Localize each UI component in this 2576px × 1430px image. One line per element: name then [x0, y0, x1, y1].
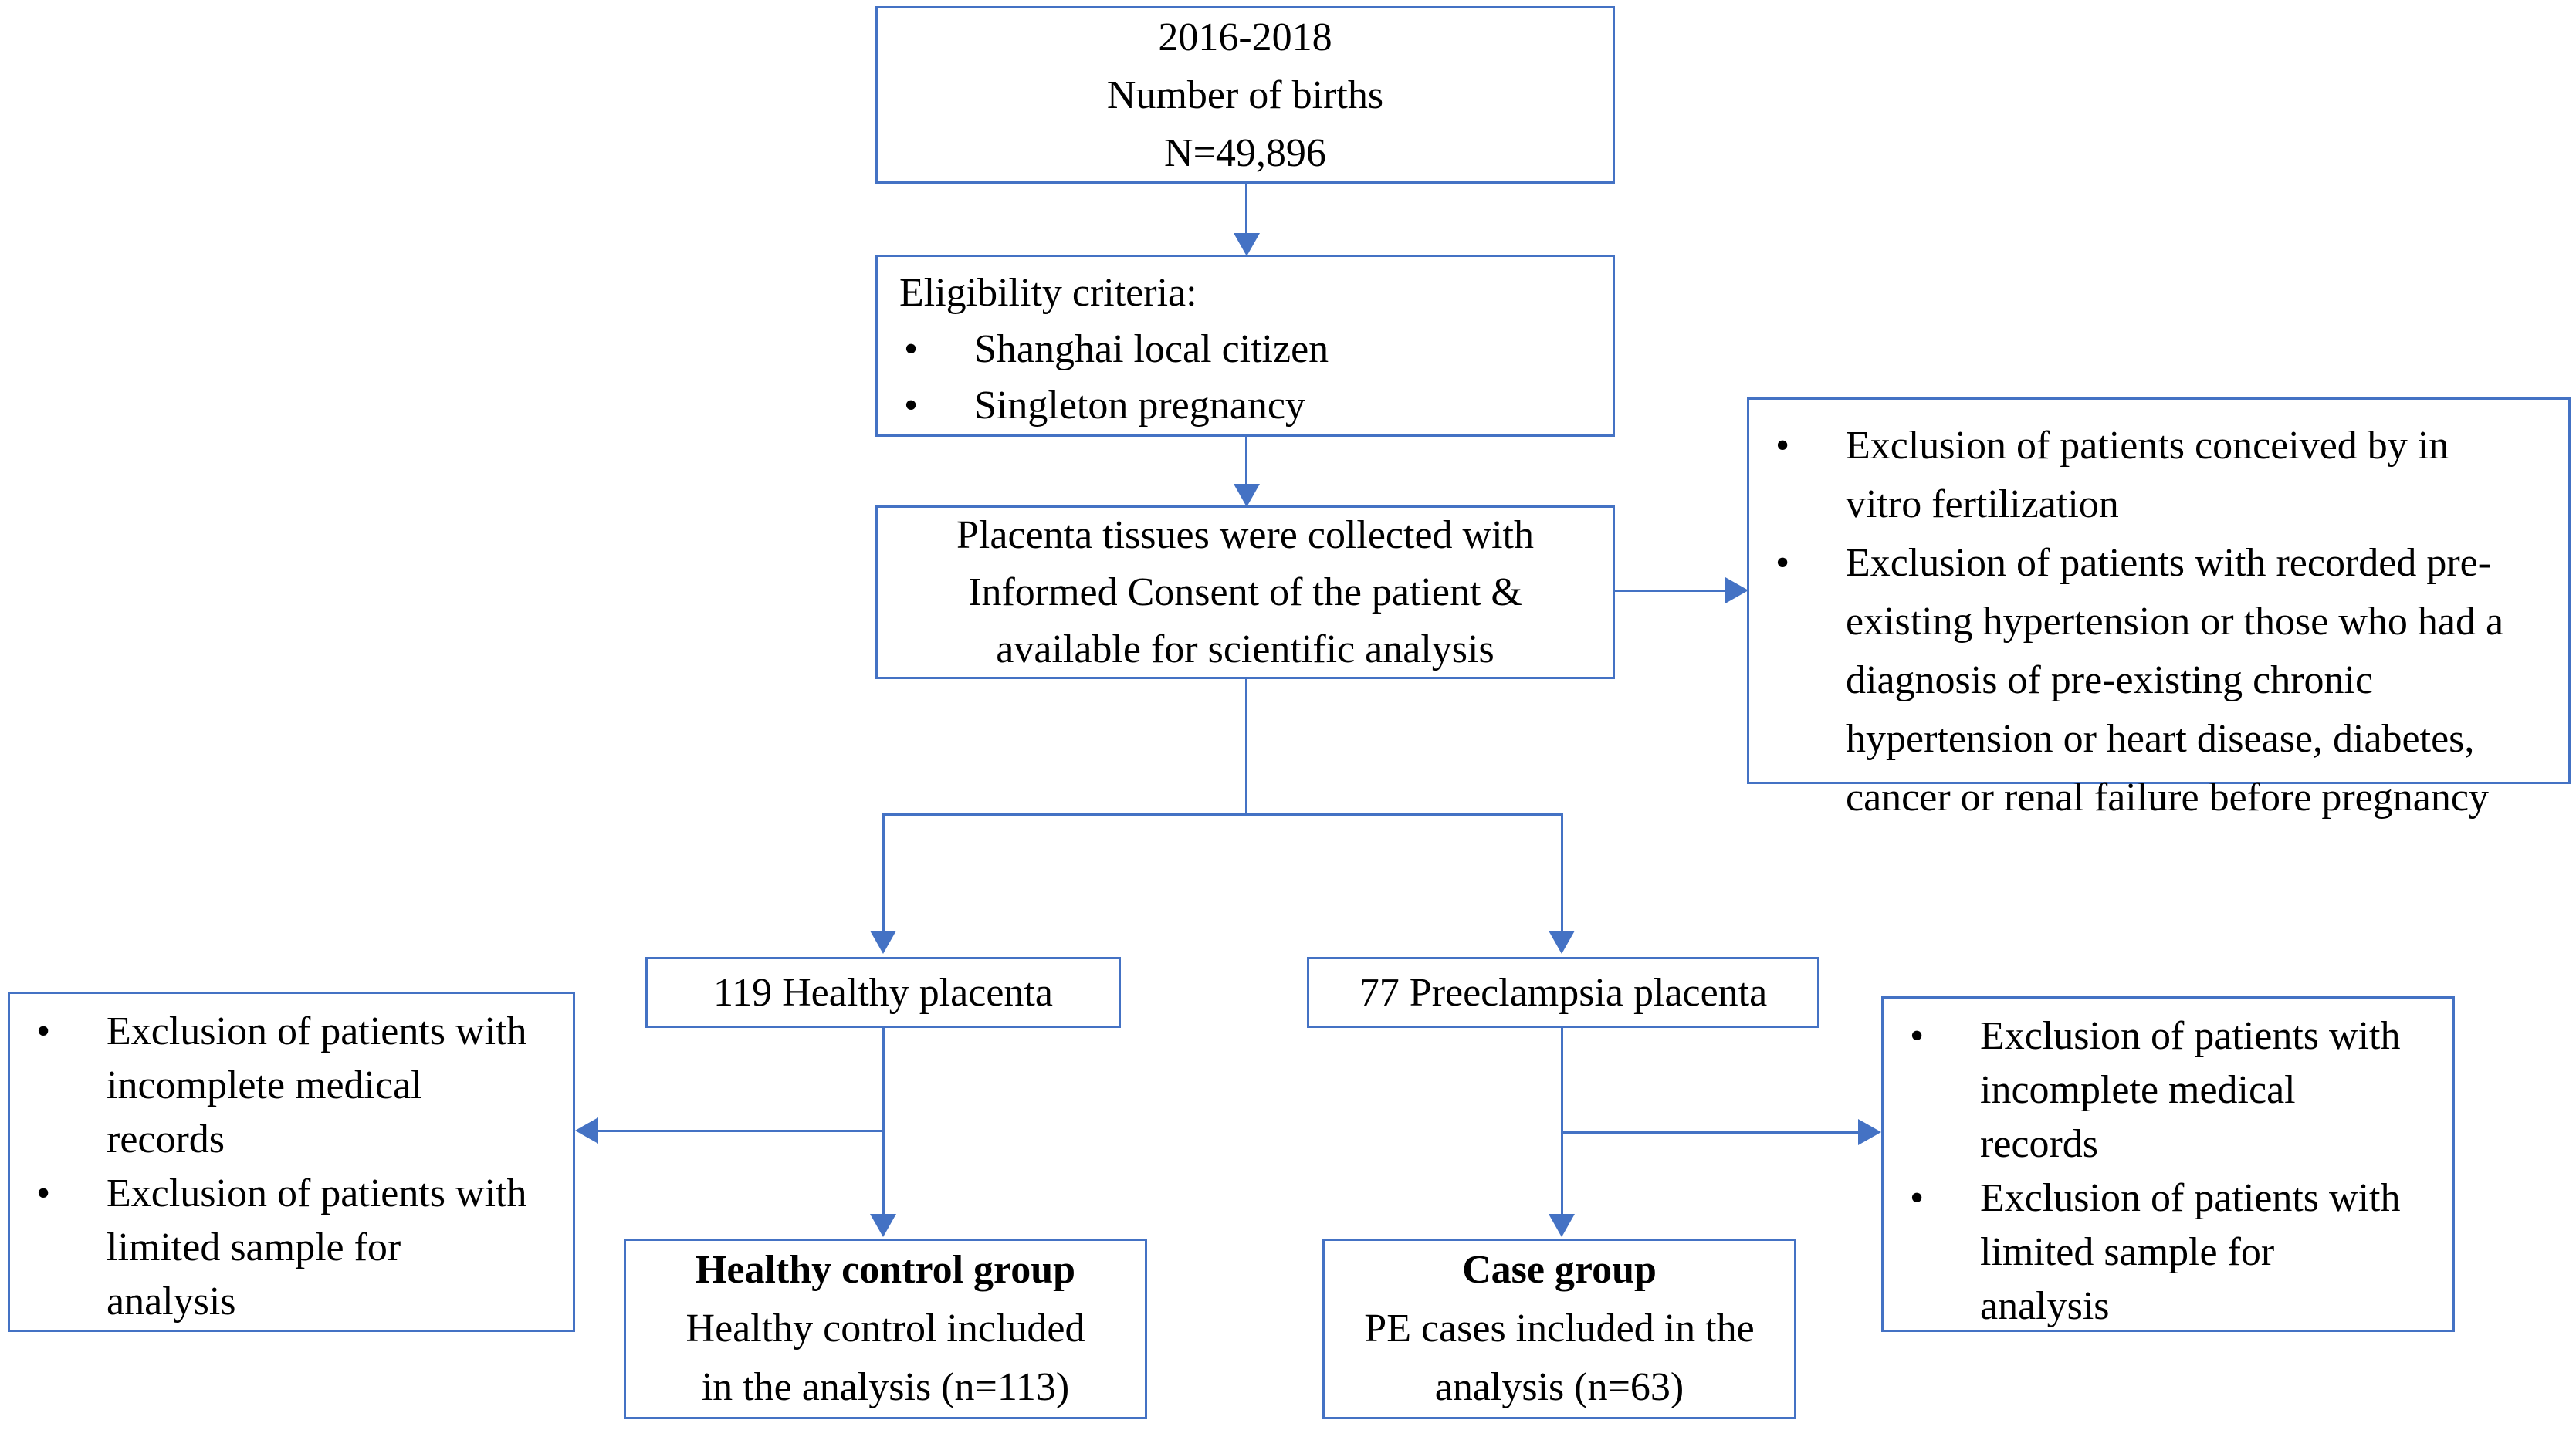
eligibility-box: Eligibility criteria: Shanghai local cit…	[875, 255, 1615, 437]
healthy-placenta-text: 119 Healthy placenta	[713, 970, 1053, 1015]
case-exclusion-box: Exclusion of patients with incomplete me…	[1881, 996, 2455, 1332]
arrowhead-left-icon	[575, 1117, 598, 1144]
arrowhead-down-icon	[870, 931, 896, 954]
tissue-collection-text: Placenta tissues were collected with Inf…	[956, 512, 1534, 671]
connector-split-bar	[882, 813, 1563, 816]
arrowhead-right-icon	[1725, 577, 1748, 603]
ivf-exclusion-box: Exclusion of patients conceived by in vi…	[1747, 397, 2571, 820]
connector-healthy-control	[882, 1028, 885, 1214]
connector-collection-ivf-exclusion	[1615, 590, 1725, 592]
exclusion-item: Exclusion of patients with limited sampl…	[10, 1167, 573, 1329]
births-count: N=49,896	[1164, 130, 1326, 175]
connector-split-healthy	[882, 813, 885, 931]
exclusion-item: Exclusion of patients with recorded pre-…	[1749, 534, 2568, 827]
connector-preeclampsia-case	[1561, 1028, 1563, 1214]
arrowhead-down-icon	[1234, 233, 1260, 256]
arrowhead-down-icon	[1549, 1214, 1575, 1237]
arrowhead-down-icon	[1549, 931, 1575, 954]
healthy-control-group-title: Healthy control group	[695, 1248, 1076, 1292]
exclusion-item: Exclusion of patients with incomplete me…	[10, 1005, 573, 1167]
preeclampsia-placenta-text: 77 Preeclampsia placenta	[1359, 970, 1768, 1015]
healthy-placenta-box: 119 Healthy placenta	[645, 957, 1121, 1028]
connector-split-preeclampsia	[1561, 813, 1563, 931]
healthy-control-group-text: Healthy control included in the analysis…	[685, 1307, 1085, 1409]
connector-eligibility-collection	[1245, 437, 1247, 484]
exclusion-item: Exclusion of patients conceived by in vi…	[1749, 417, 2568, 534]
connector-collection-stem	[1245, 679, 1247, 815]
births-label: Number of births	[1106, 73, 1384, 117]
eligibility-title: Eligibility criteria:	[899, 271, 1197, 315]
healthy-control-group-box: Healthy control group Healthy control in…	[624, 1239, 1147, 1419]
arrowhead-right-icon	[1858, 1119, 1881, 1145]
eligibility-criterion: Singleton pregnancy	[878, 377, 1613, 434]
exclusion-item: Exclusion of patients with limited sampl…	[1884, 1171, 2452, 1334]
preeclampsia-placenta-box: 77 Preeclampsia placenta	[1307, 957, 1819, 1028]
connector-case-exclusion	[1562, 1131, 1858, 1134]
arrowhead-down-icon	[1234, 484, 1260, 507]
arrowhead-down-icon	[870, 1214, 896, 1237]
exclusion-item: Exclusion of patients with incomplete me…	[1884, 1009, 2452, 1171]
births-box: 2016-2018 Number of births N=49,896	[875, 6, 1615, 184]
connector-births-eligibility	[1245, 184, 1247, 233]
healthy-exclusion-box: Exclusion of patients with incomplete me…	[8, 992, 575, 1332]
births-year-range: 2016-2018	[1158, 15, 1332, 59]
tissue-collection-box: Placenta tissues were collected with Inf…	[875, 505, 1615, 679]
case-group-title: Case group	[1462, 1248, 1657, 1292]
connector-healthy-exclusion	[598, 1130, 885, 1132]
eligibility-criterion: Shanghai local citizen	[878, 321, 1613, 377]
case-group-text: PE cases included in the analysis (n=63)	[1364, 1307, 1755, 1409]
case-group-box: Case group PE cases included in the anal…	[1322, 1239, 1796, 1419]
